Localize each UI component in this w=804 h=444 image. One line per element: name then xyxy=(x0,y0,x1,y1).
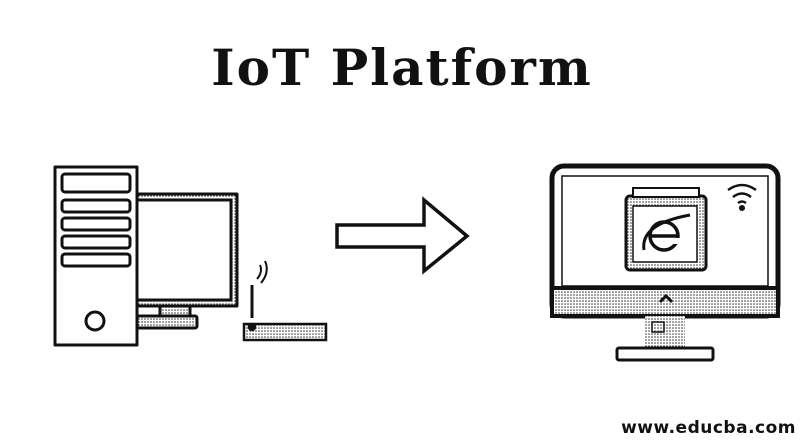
router-icon xyxy=(242,260,328,342)
page-title: IoT Platform xyxy=(211,38,593,97)
computer-tower xyxy=(53,165,139,347)
chevron-up-icon xyxy=(658,293,674,304)
desktop-computer-icon xyxy=(53,165,239,347)
right-arrow-icon xyxy=(335,196,470,275)
browser-app-icon xyxy=(624,187,708,272)
watermark-url: www.educba.com xyxy=(621,418,796,438)
wifi-icon xyxy=(727,183,757,212)
internet-explorer-icon xyxy=(642,213,691,252)
power-button-icon xyxy=(84,310,106,332)
